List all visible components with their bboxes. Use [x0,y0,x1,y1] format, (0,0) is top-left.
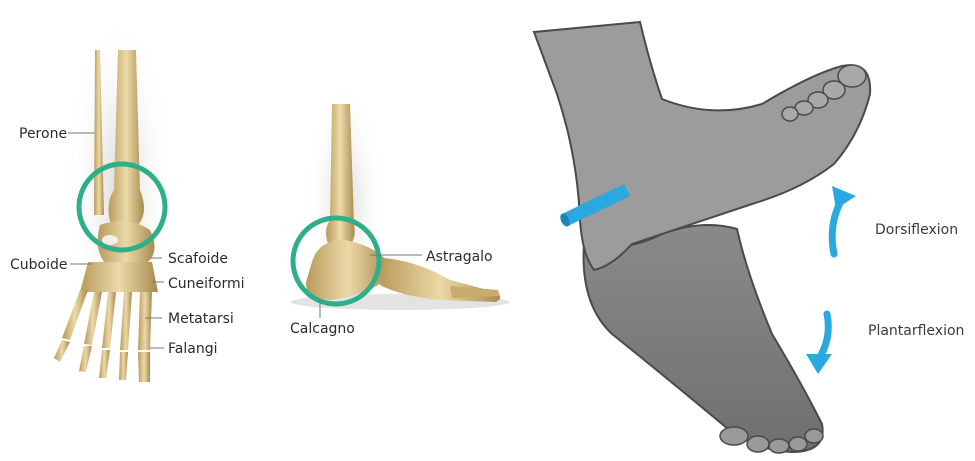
phalanx-bones [54,340,150,382]
label-dorsiflexion: Dorsiflexion [875,222,958,238]
label-cuneiformi: Cuneiformi [168,276,245,292]
bone-anatomy-panel: Perone Cuboide Scafoide Cuneiformi Metat… [0,0,520,461]
label-astragalo: Astragalo [426,249,493,265]
label-perone: Perone [19,126,67,142]
ankle-motion-illustration: Dorsiflexion Plantarflexion [522,4,975,461]
plantarflexion-arrowhead [806,354,832,374]
dorsiflexion-arrowhead [832,186,856,209]
label-scafoide: Scafoide [168,251,228,267]
plantarflexion-arrow [818,314,828,360]
label-plantarflexion: Plantarflexion [868,323,964,339]
label-metatarsi: Metatarsi [168,311,234,327]
label-calcagno: Calcagno [290,321,355,337]
label-cuboide: Cuboide [10,257,68,273]
side-view-skeleton [290,80,510,320]
label-falangi: Falangi [168,341,217,357]
plantarflexion-foot [584,225,823,453]
ankle-motion-panel: Dorsiflexion Plantarflexion [522,4,975,461]
bone-anatomy-illustration: Perone Cuboide Scafoide Cuneiformi Metat… [0,0,520,461]
front-view-skeleton [54,10,175,382]
